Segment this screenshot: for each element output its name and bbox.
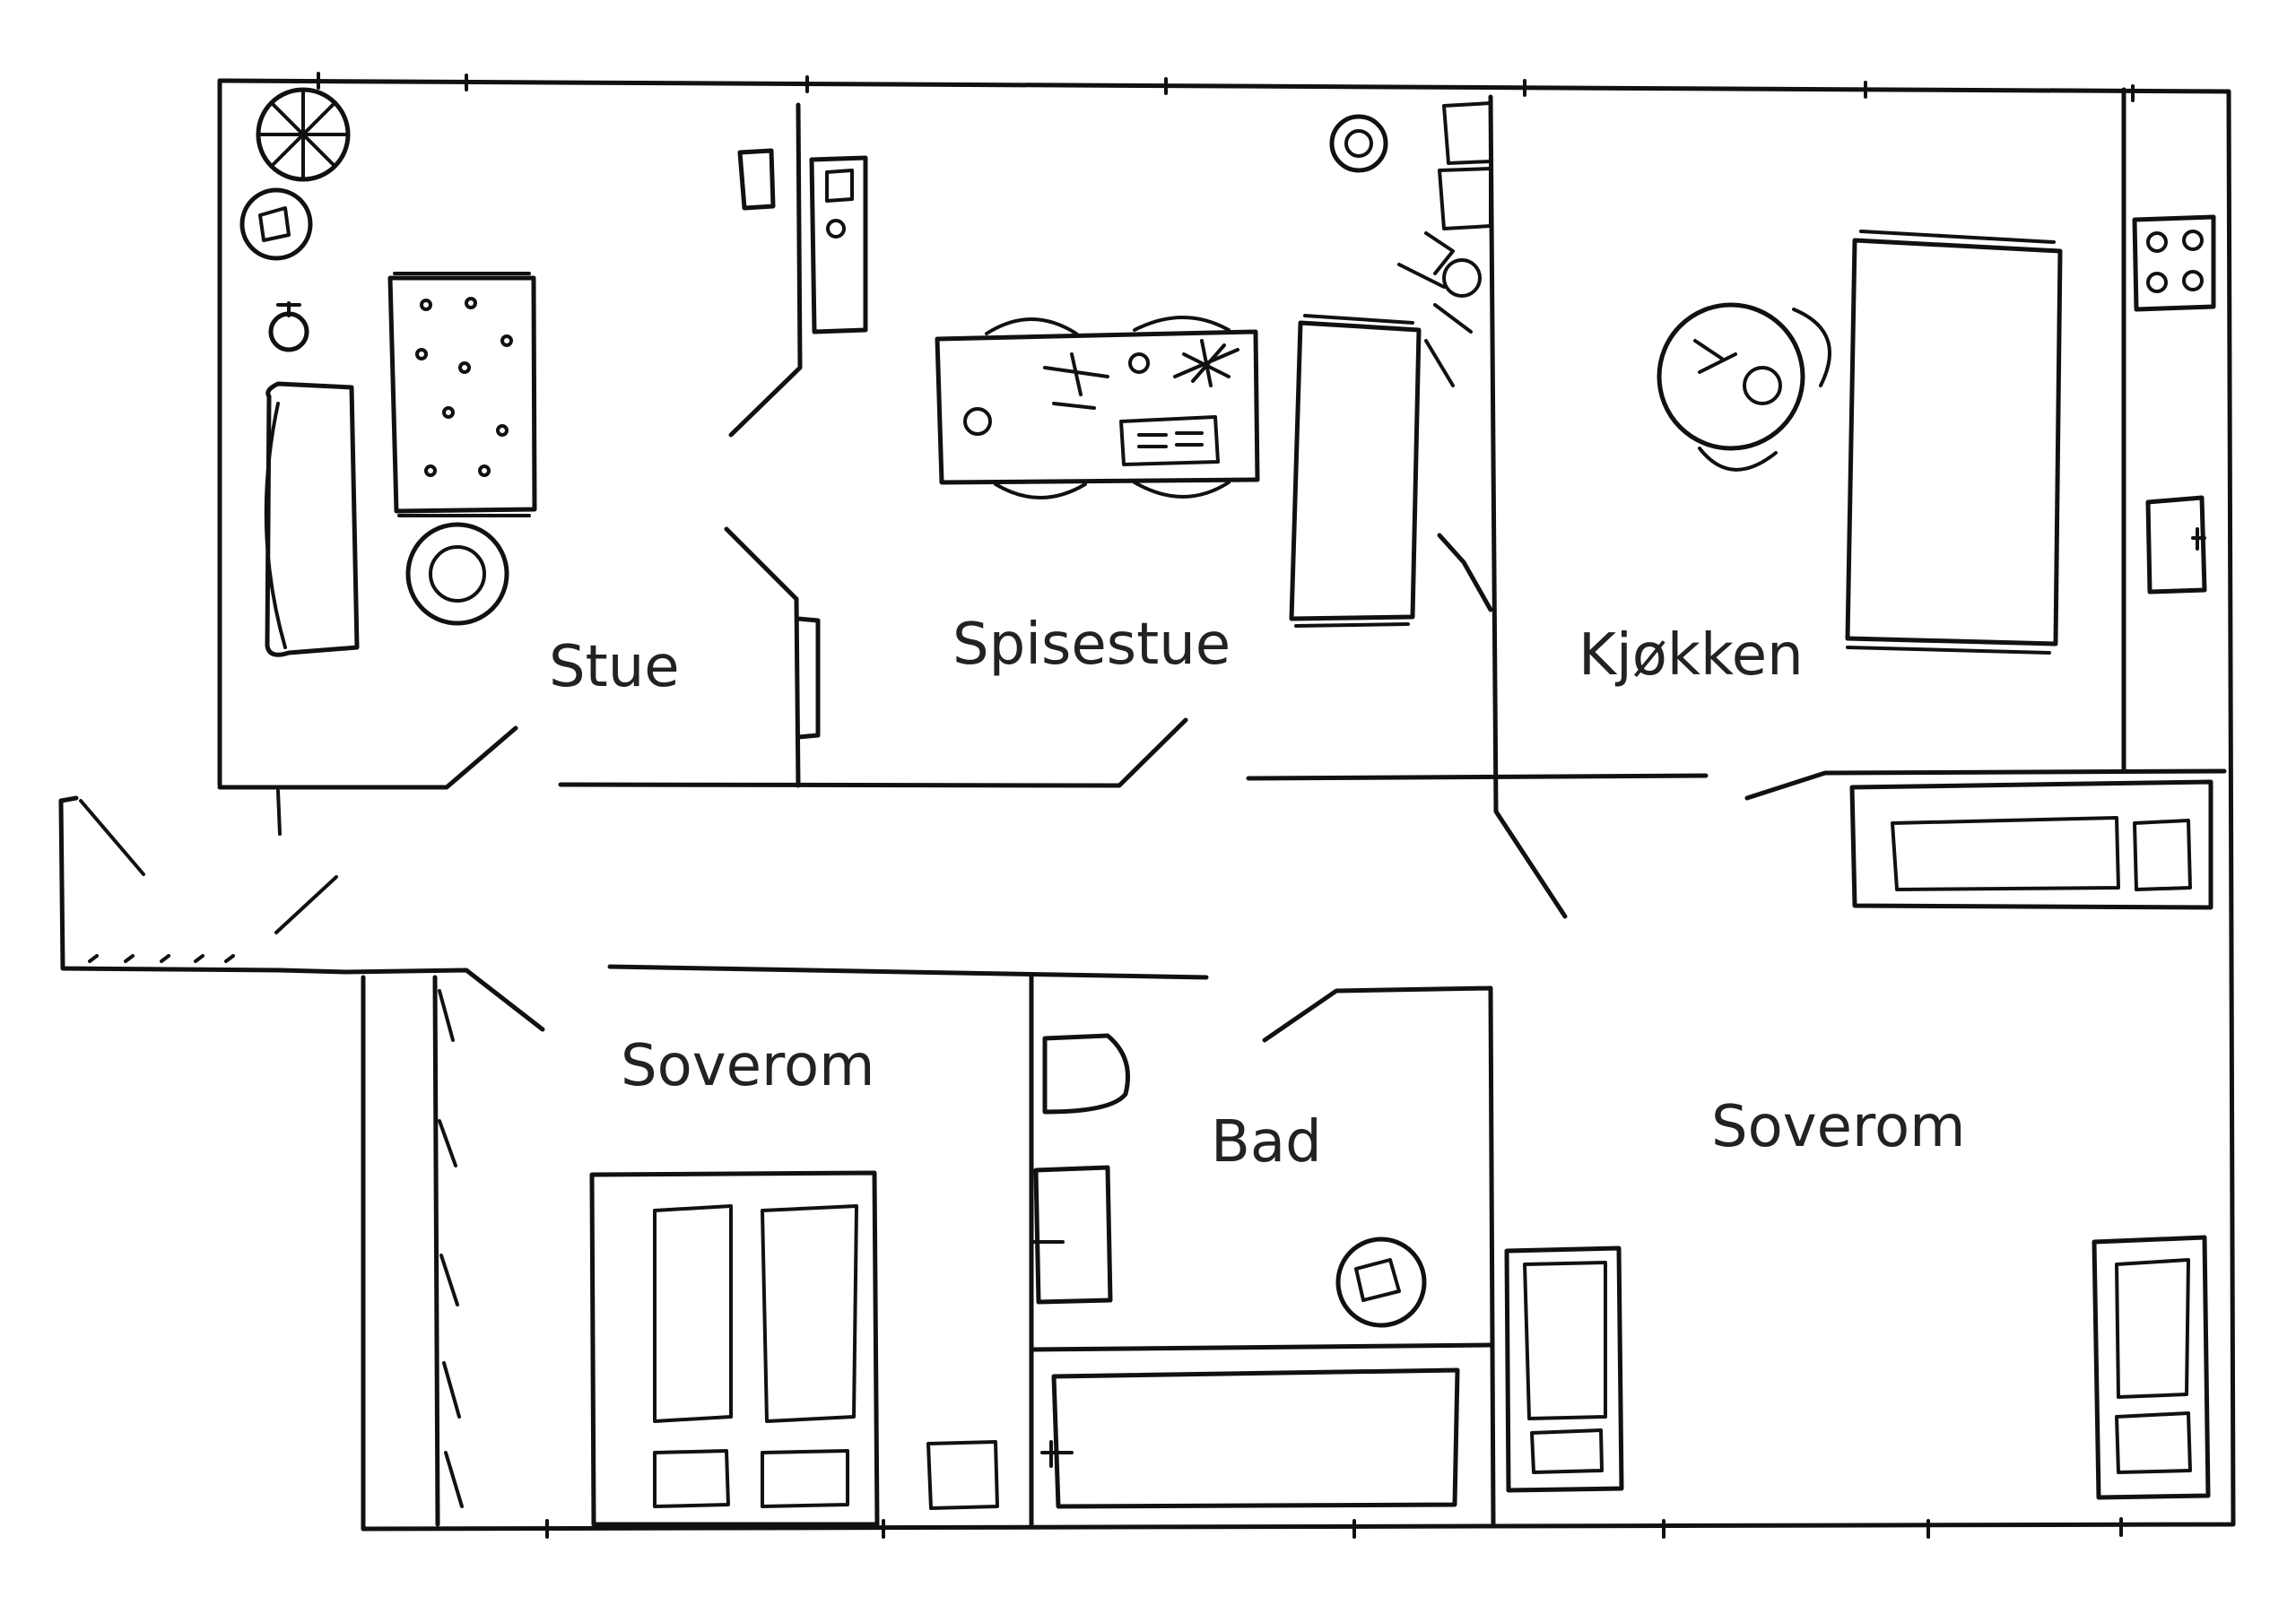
lower-walls (343, 964, 1496, 1527)
upper-walls (217, 87, 2227, 919)
kjokken-furniture (1657, 214, 2216, 655)
dining-table-icon (935, 329, 1260, 485)
room-label-bad: Bad (1211, 1109, 1322, 1176)
toilet-icon (1042, 1033, 1130, 1115)
room-label-kjokken: Kjøkken (1578, 622, 1804, 689)
chair-icon (737, 148, 776, 211)
coffee-table-icon (405, 522, 509, 626)
entrance (58, 789, 348, 975)
bathtub-icon (1051, 1367, 1460, 1509)
sink-icon (2145, 495, 2207, 595)
outer-walls (217, 72, 2236, 1539)
room-labels: Stue Spisestue Kjøkken Soverom Bad Sover… (549, 612, 1965, 1176)
lamp-icon (268, 311, 309, 352)
patterned-rug-icon (387, 275, 537, 514)
side-table-icon (239, 187, 313, 261)
plant-pot-icon (1329, 114, 1388, 173)
bathroom-sink-icon (1033, 1165, 1113, 1305)
sofa-icon (265, 381, 360, 657)
room-label-spisestue: Spisestue (952, 612, 1231, 678)
wardrobe-icon (1849, 779, 2213, 910)
bed-right-icon (2092, 1235, 2211, 1500)
door-panel-icon (796, 616, 821, 740)
spisestue-furniture (809, 101, 1492, 628)
round-table-icon (1657, 302, 1805, 451)
cabinet-icon (809, 155, 868, 334)
room-label-soverom-1: Soverom (621, 1033, 874, 1099)
stue-furniture (239, 87, 821, 740)
bed-left-icon (1504, 1245, 1624, 1493)
soverom-2-furniture (1504, 779, 2213, 1500)
stove-icon (2132, 214, 2216, 312)
room-label-soverom-2: Soverom (1711, 1094, 1965, 1160)
bench-icon (1289, 320, 1422, 621)
kitchen-island-icon (1845, 238, 2063, 647)
bad-furniture (1030, 1033, 1460, 1509)
room-label-stue: Stue (549, 634, 680, 700)
soverom-1-furniture (589, 1170, 999, 1527)
bath-mat-icon (1335, 1237, 1427, 1328)
double-bed-icon (589, 1170, 880, 1527)
